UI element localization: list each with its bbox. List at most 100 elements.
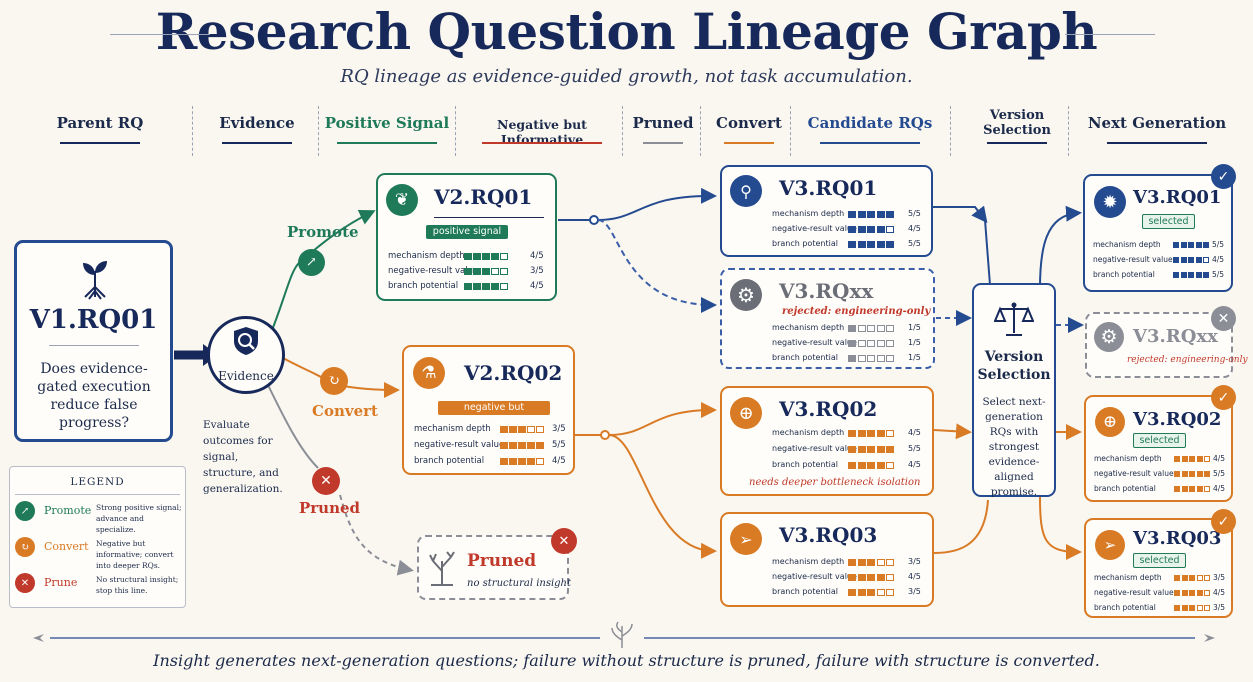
column-divider (318, 106, 319, 156)
scales-icon (994, 302, 1034, 336)
v2-rq01-badge: positive signal (426, 225, 508, 239)
metric-score: 4/5 (908, 428, 921, 437)
metric-score-bar (500, 441, 544, 449)
score-segment (509, 425, 517, 433)
score-segment (876, 354, 885, 362)
v3-rq01-id: V3.RQ01 (779, 176, 878, 200)
score-segment (857, 445, 866, 453)
score-segment (1196, 589, 1203, 596)
score-segment (848, 445, 856, 453)
v3-rqxx-card[interactable]: ⚙ V3.RQxx rejected: engineering-only mec… (720, 268, 935, 369)
metric-label: mechanism depth (1093, 240, 1161, 249)
metric-score: 3/5 (552, 424, 566, 434)
score-segment (857, 558, 866, 566)
card-divider (434, 217, 544, 218)
selected-check-icon: ✓ (1211, 509, 1236, 534)
v3-rqxx-note: rejected: engineering-only (782, 306, 931, 317)
legend-convert-desc: Negative but informative; convert into d… (96, 539, 174, 570)
v2-rq02-card[interactable]: ⚗ V2.RQ02 negative but informative mecha… (402, 345, 575, 475)
metric-score: 5/5 (908, 209, 921, 218)
score-segment (876, 461, 885, 469)
parent-rq-card[interactable]: V1.RQ01 Does evidence-gated execution re… (14, 240, 173, 442)
version-selection-card[interactable]: Version Selection Select next-generation… (972, 283, 1056, 498)
column-underline (60, 142, 140, 144)
legend-promote-desc: Strong positive signal; advance and spec… (96, 503, 182, 534)
metric-score: 3/5 (908, 557, 921, 566)
score-segment (848, 240, 856, 248)
score-segment (527, 425, 535, 433)
score-segment (1204, 470, 1210, 477)
score-segment (509, 441, 517, 449)
score-segment (1189, 574, 1195, 581)
score-segment (886, 354, 894, 362)
v2-rq02-id: V2.RQ02 (464, 361, 563, 385)
score-segment (886, 225, 894, 233)
metric-label: negative-result value (772, 338, 857, 347)
score-segment (857, 210, 866, 218)
legend-convert-label: Convert (44, 540, 89, 553)
metric-score-bar (1174, 485, 1210, 492)
v2-rq02-badge: negative but informative (438, 401, 550, 427)
next-rq03-badge: selected (1133, 553, 1186, 568)
compass-icon: ➢ (730, 523, 762, 555)
score-segment (848, 210, 856, 218)
score-segment (1174, 485, 1180, 492)
score-segment (867, 588, 875, 596)
pruned-close-icon: ✕ (551, 528, 577, 554)
bare-tree-icon (429, 551, 455, 586)
score-segment (1188, 271, 1194, 278)
next-rq01-badge: selected (1142, 214, 1195, 229)
pruned-box[interactable]: Pruned no structural insight (417, 535, 571, 600)
shield-search-icon (234, 327, 258, 355)
score-segment (527, 457, 535, 465)
next-rqxx-card[interactable]: ⚙ V3.RQxx rejected: engineering-only (1085, 312, 1248, 378)
title-ornament-right (1065, 34, 1155, 35)
metric-score: 4/5 (1213, 588, 1226, 597)
metric-label: negative-result value (1093, 255, 1173, 264)
metric-score-bar (848, 445, 894, 453)
metric-label: negative-result value (1094, 469, 1174, 478)
metric-score: 4/5 (552, 456, 566, 466)
score-segment (500, 282, 508, 290)
score-segment (867, 445, 875, 453)
metric-score-bar (848, 324, 894, 332)
score-segment (1196, 470, 1203, 477)
metric-score: 1/5 (908, 323, 921, 332)
metric-label: negative-result value (388, 266, 479, 276)
score-segment (886, 558, 894, 566)
metric-label: branch potential (1093, 270, 1155, 279)
next-rq03-id: V3.RQ03 (1133, 528, 1222, 549)
legend-prune-label: Prune (44, 576, 78, 589)
metric-score-bar (848, 461, 894, 469)
metric-label: branch potential (1094, 603, 1156, 612)
evidence-node[interactable]: Evidence (207, 316, 285, 394)
magnifier-icon: ⚲ (730, 175, 762, 207)
column-divider (622, 106, 623, 156)
gear-icon: ⚙ (1094, 322, 1124, 352)
metric-score: 4/5 (530, 281, 544, 291)
metric-score-bar (1173, 271, 1209, 278)
score-segment (886, 240, 894, 248)
metric-score-bar (464, 282, 508, 290)
column-header-positive-signal: Positive Signal (324, 114, 450, 132)
column-divider (192, 106, 193, 156)
score-segment (857, 354, 866, 362)
score-segment (1196, 604, 1203, 611)
column-header-next-generation: Next Generation (1087, 114, 1227, 132)
score-segment (876, 210, 885, 218)
score-segment (886, 445, 894, 453)
legend-divider (15, 494, 180, 495)
column-divider (950, 106, 951, 156)
score-segment (536, 457, 544, 465)
metric-score: 5/5 (908, 444, 921, 453)
score-segment (886, 210, 894, 218)
v3-rqxx-id: V3.RQxx (779, 279, 874, 303)
v2-rq01-card[interactable]: ❦ V2.RQ01 positive signal mechanism dept… (376, 173, 557, 301)
metric-score-bar (500, 425, 544, 433)
